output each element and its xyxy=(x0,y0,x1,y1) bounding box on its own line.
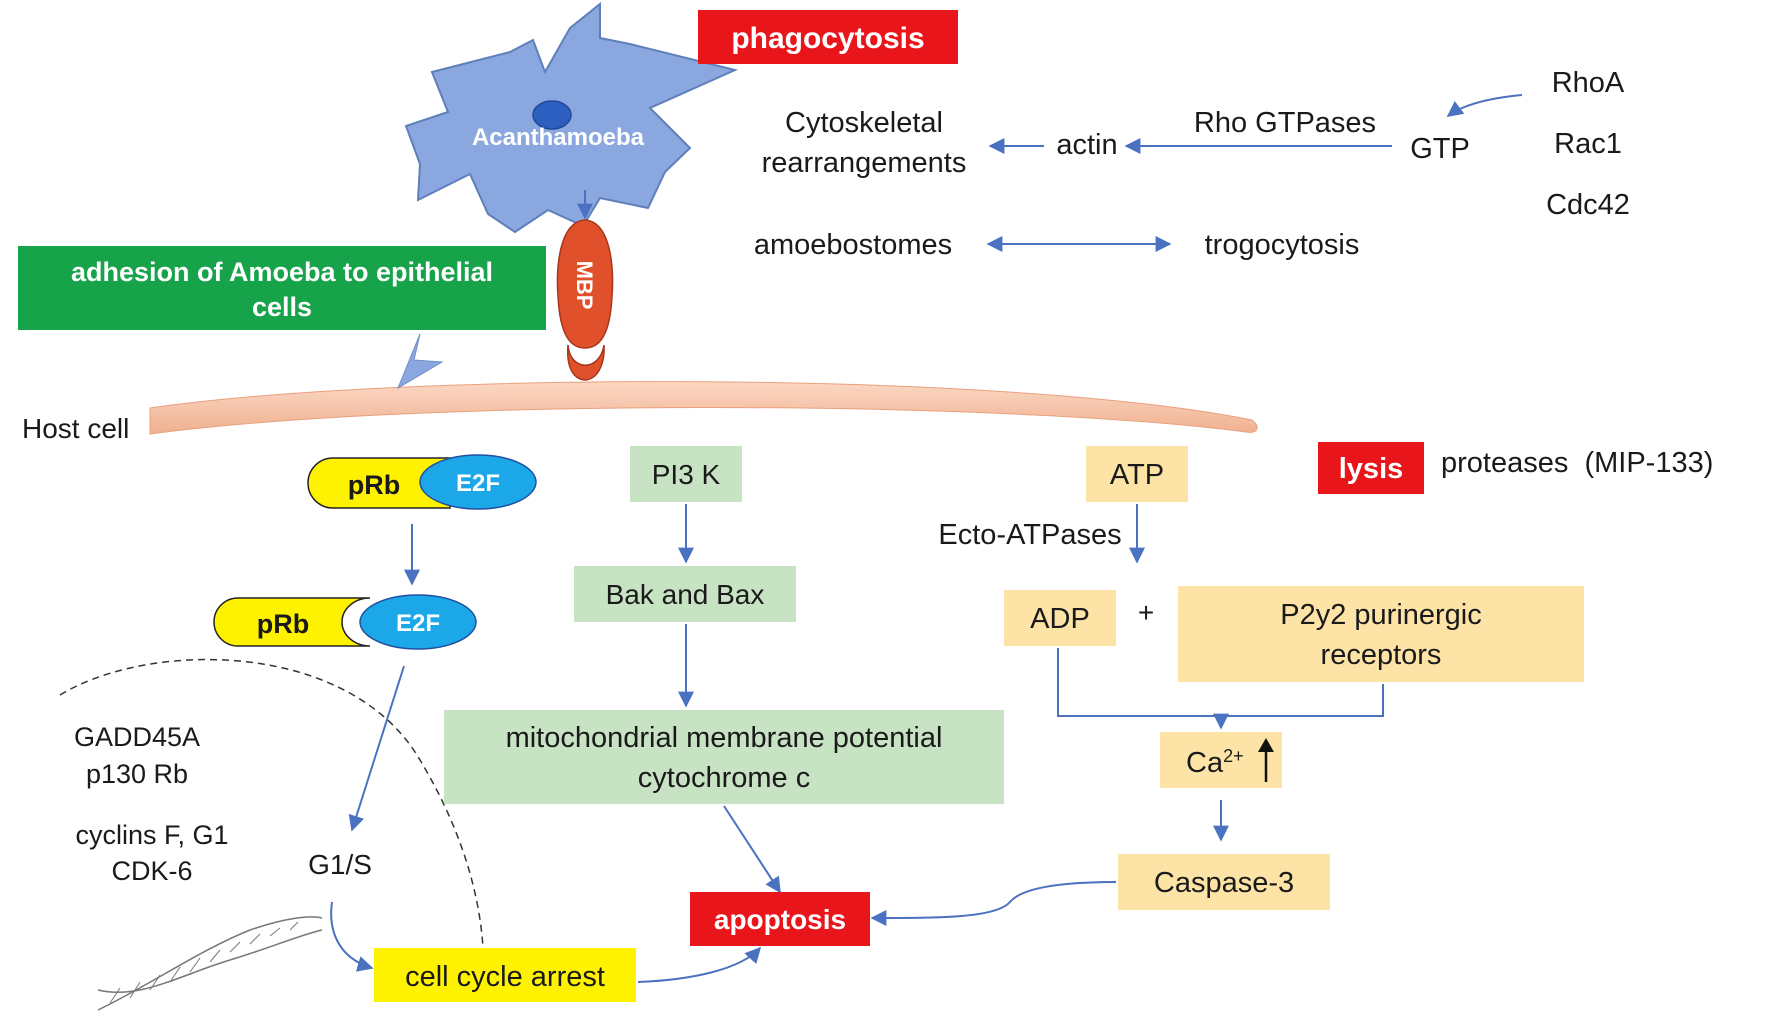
cyclins-label: cyclins F, G1 xyxy=(75,820,228,850)
amoebostomes-label: amoebostomes xyxy=(754,229,952,261)
mbp-protein: MBP xyxy=(556,219,614,381)
mitochondrial-box xyxy=(444,710,1004,804)
cytoskeletal-label-line1: Cytoskeletal xyxy=(785,107,943,139)
calcium-increase-arrow-icon xyxy=(1258,738,1274,782)
p2y2-receptor-box xyxy=(1178,586,1584,682)
ecto-atpases-label: Ecto-ATPases xyxy=(938,519,1121,551)
g1s-label: G1/S xyxy=(308,849,372,880)
plus-sign: + xyxy=(1138,597,1154,628)
mmp-to-apoptosis-arrow xyxy=(723,805,781,894)
rhoa-label: RhoA xyxy=(1552,67,1625,99)
mbp-body xyxy=(556,219,614,349)
p2y2-label-line1: P2y2 purinergic xyxy=(1280,599,1482,631)
gadd45a-label: GADD45A xyxy=(74,722,200,752)
lysis-label: lysis xyxy=(1339,453,1404,485)
prb-complex-top xyxy=(307,457,451,509)
p2y2-label-line2: receptors xyxy=(1321,639,1442,671)
cell-cycle-arrest-label: cell cycle arrest xyxy=(405,961,605,993)
amoeba-nucleus xyxy=(532,100,572,130)
adhesion-label-line1: adhesion of Amoeba to epithelial xyxy=(71,257,493,287)
e2f-released xyxy=(359,594,477,650)
calcium-label: Ca2+ xyxy=(1186,746,1244,779)
e2f-label-top: E2F xyxy=(456,470,500,497)
adhesion-pointer-arrow xyxy=(396,333,444,390)
gtp-label: GTP xyxy=(1410,133,1470,165)
purinergic-pathway: ATP Ecto-ATPases ADP + P2y2 purinergic r… xyxy=(870,446,1584,926)
rho-gtpases-label: Rho GTPases xyxy=(1194,107,1376,139)
cytoskeletal-label-line2: rearrangements xyxy=(762,147,967,179)
bak-bax-box xyxy=(574,566,796,622)
phagocytosis-box xyxy=(698,10,958,64)
adhesion-label-line2: cells xyxy=(252,292,312,322)
trogocytosis-label: trogocytosis xyxy=(1205,229,1360,261)
mbp-label: MBP xyxy=(572,261,597,310)
cytoskeleton-pathway: RhoA Rac1 Cdc42 Rho GTPases GTP actin Cy… xyxy=(754,67,1630,261)
apoptosis-label: apoptosis xyxy=(714,904,846,935)
cdc42-label: Cdc42 xyxy=(1546,189,1630,221)
prb-label-top: pRb xyxy=(348,470,400,500)
atp-label: ATP xyxy=(1110,459,1164,491)
mitochondrial-pathway: PI3 K Bak and Bax mitochondrial membrane… xyxy=(444,446,1004,894)
prb-label-bottom: pRb xyxy=(257,609,309,639)
mbp-lower-hook xyxy=(566,344,605,381)
calcium-charge: 2+ xyxy=(1223,746,1244,766)
e2f-label-bottom: E2F xyxy=(396,610,440,637)
phagocytosis-label: phagocytosis xyxy=(731,22,924,55)
rac1-label: Rac1 xyxy=(1554,128,1622,160)
adhesion-box xyxy=(18,246,546,330)
atp-box xyxy=(1086,446,1188,502)
lysis-box xyxy=(1318,442,1424,494)
dna-helix-image xyxy=(97,916,323,1011)
arrest-to-apoptosis-arrow xyxy=(637,946,762,983)
acanthamoeba-cell: Acanthamoeba xyxy=(404,1,739,234)
host-cell-membrane xyxy=(149,381,1258,435)
amoeba-label: Acanthamoeba xyxy=(472,124,645,151)
apoptosis-box xyxy=(690,892,870,946)
cell-cycle-dashed-arc xyxy=(59,658,484,949)
pi3k-label: PI3 K xyxy=(652,459,721,490)
proteases-label: proteases (MIP-133) xyxy=(1441,447,1713,479)
pi3k-box xyxy=(630,446,742,502)
caspase-box xyxy=(1118,854,1330,910)
adp-label: ADP xyxy=(1030,603,1090,635)
cell-cycle-pathway: pRb E2F pRb E2F GADD45A p130 Rb cyclins … xyxy=(59,454,636,1011)
cdk6-label: CDK-6 xyxy=(111,856,192,886)
actin-label: actin xyxy=(1056,129,1117,161)
e2f-complex-top xyxy=(419,454,537,510)
host-cell-label: Host cell xyxy=(22,413,129,444)
calcium-symbol: Ca xyxy=(1186,747,1224,779)
p130-label: p130 Rb xyxy=(86,759,188,789)
caspase-to-apoptosis-arrow xyxy=(870,881,1117,926)
adp-box xyxy=(1004,590,1116,646)
mmp-label-line1: mitochondrial membrane potential xyxy=(506,722,943,754)
prb-released xyxy=(213,597,371,647)
calcium-box xyxy=(1160,732,1282,788)
rhoa-to-gtp-arrow xyxy=(1446,94,1523,117)
bak-bax-label: Bak and Bax xyxy=(606,579,765,610)
g1s-to-arrest-arrow xyxy=(330,901,374,972)
cell-cycle-arrest-box xyxy=(374,948,636,1002)
caspase-label: Caspase-3 xyxy=(1154,867,1294,899)
e2f-to-g1s-arrow xyxy=(348,665,405,832)
mmp-label-line2: cytochrome c xyxy=(638,762,810,794)
